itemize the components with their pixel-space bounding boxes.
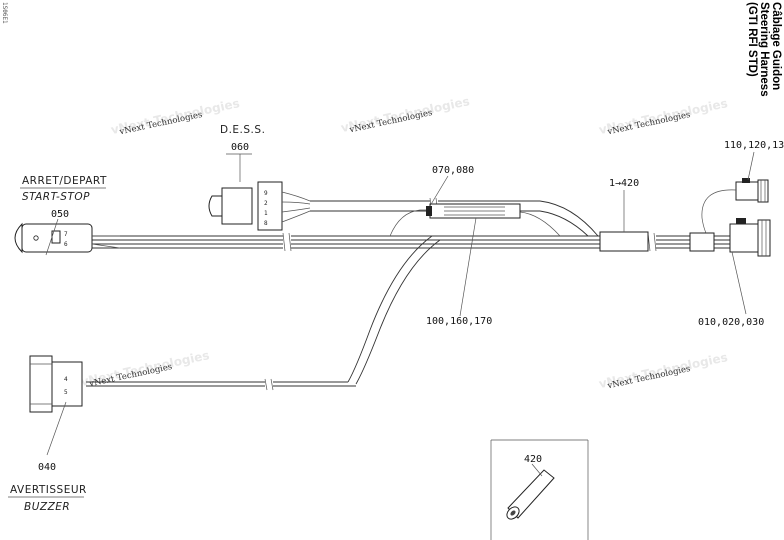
callout-010-020-030: 010,020,030 xyxy=(698,317,764,328)
callout-110-120-130: 110,120,130 xyxy=(724,140,784,151)
callout-070-080: 070,080 xyxy=(432,165,474,176)
callout-1-420: 1→420 xyxy=(609,178,639,189)
main-trunk xyxy=(90,190,755,252)
buzzer-pin-4: 4 xyxy=(64,376,68,383)
inset-420 xyxy=(490,439,589,540)
dess-pin-8: 8 xyxy=(264,220,268,227)
caption-start-stop: START-STOP xyxy=(22,191,90,203)
caption-avertisseur: AVERTISSEUR xyxy=(10,484,87,496)
title-block: Câblage Guidon Steering Harness (GTI RFI… xyxy=(742,2,784,120)
caption-buzzer: BUZZER xyxy=(24,501,70,513)
captions: D.E.S.S. ARRET/DEPART START-STOP AVERTIS… xyxy=(8,124,265,513)
connector-110-120-130 xyxy=(701,151,769,241)
connector-010-020-030 xyxy=(689,218,771,315)
dess-connector: 9 2 1 8 xyxy=(208,181,599,237)
reference-code: 1S06E1 xyxy=(1,2,8,24)
dess-pin-2: 2 xyxy=(264,200,268,207)
dess-pin-9: 9 xyxy=(264,190,268,197)
start-stop-pin-6: 6 xyxy=(64,241,68,248)
callout-420: 420 xyxy=(524,454,542,465)
callouts: 060 050 040 070,080 100,160,170 1→420 11… xyxy=(38,140,784,473)
callout-040: 040 xyxy=(38,462,56,473)
title-line-fr: Câblage Guidon xyxy=(770,2,782,91)
title-line-model: (GTI RFI STD) xyxy=(746,2,758,77)
buzzer-pin-5: 5 xyxy=(64,389,68,396)
splice-branch xyxy=(389,175,561,317)
caption-dess: D.E.S.S. xyxy=(220,124,265,136)
callout-100-160-170: 100,160,170 xyxy=(426,316,492,327)
start-stop-pin-7: 7 xyxy=(64,231,68,238)
start-stop-switch: 7 6 xyxy=(14,218,121,256)
caption-arret-depart: ARRET/DEPART xyxy=(22,175,107,187)
callout-060: 060 xyxy=(231,142,249,153)
buzzer-branch: 4 5 xyxy=(29,235,441,456)
callout-050: 050 xyxy=(51,209,69,220)
dess-pin-1: 1 xyxy=(264,210,268,217)
title-line-en: Steering Harness xyxy=(758,2,770,97)
